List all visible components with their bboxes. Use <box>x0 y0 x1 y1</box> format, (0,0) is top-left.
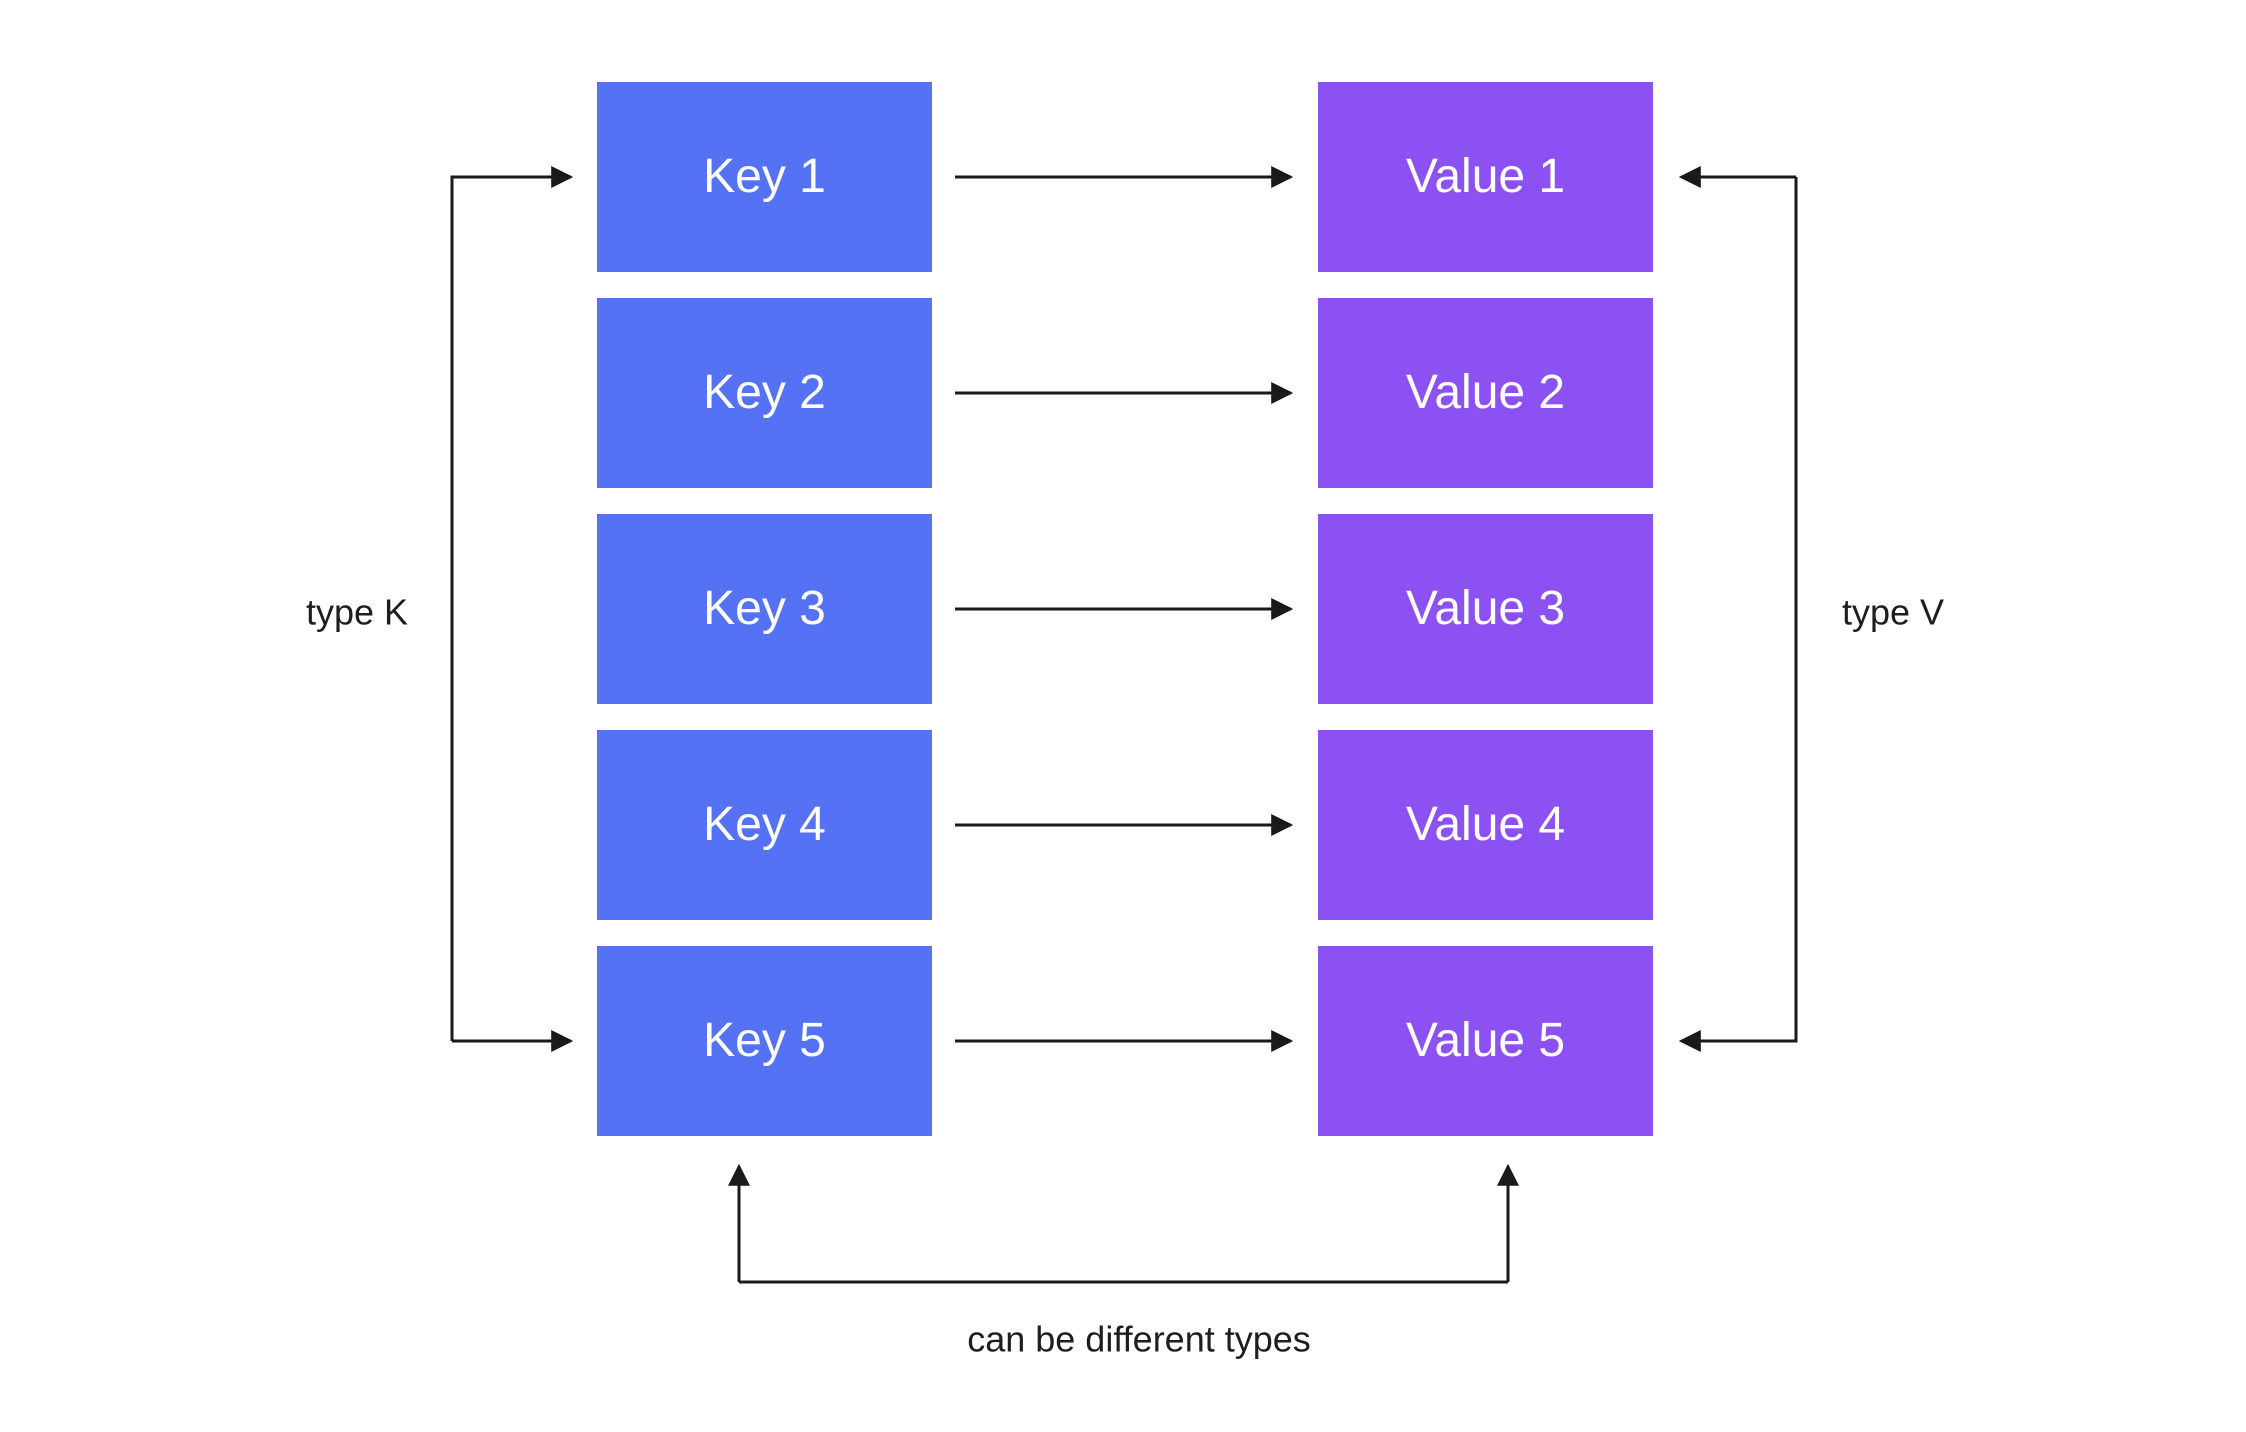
key-box-1: Key 1 <box>597 82 932 272</box>
value-box-2-label: Value 2 <box>1405 366 1566 419</box>
key-box-3: Key 3 <box>597 514 932 704</box>
key-box-3-label: Key 3 <box>703 582 826 635</box>
key-box-5-label: Key 5 <box>703 1014 826 1067</box>
type-k-bracket-arrows <box>450 166 574 1052</box>
value-box-3: Value 3 <box>1318 514 1653 704</box>
value-box-3-label: Value 3 <box>1405 582 1566 635</box>
type-v-bracket-arrows <box>1678 166 1798 1052</box>
key-box-2: Key 2 <box>597 298 932 488</box>
value-box-1-label: Value 1 <box>1405 150 1566 203</box>
key-box-5: Key 5 <box>597 946 932 1136</box>
type-v-label: type V <box>1841 591 1945 633</box>
value-box-2: Value 2 <box>1318 298 1653 488</box>
key-box-4-label: Key 4 <box>703 798 826 851</box>
key-box-4: Key 4 <box>597 730 932 920</box>
value-box-5-label: Value 5 <box>1405 1014 1566 1067</box>
key-box-1-label: Key 1 <box>703 150 826 203</box>
type-k-label: type K <box>305 591 409 633</box>
value-box-4-label: Value 4 <box>1405 798 1566 851</box>
key-box-2-label: Key 2 <box>703 366 826 419</box>
value-box-1: Value 1 <box>1318 82 1653 272</box>
different-types-bracket-arrows <box>728 1163 1519 1284</box>
value-box-4: Value 4 <box>1318 730 1653 920</box>
different-types-label: can be different types <box>967 1318 1311 1360</box>
value-box-5: Value 5 <box>1318 946 1653 1136</box>
